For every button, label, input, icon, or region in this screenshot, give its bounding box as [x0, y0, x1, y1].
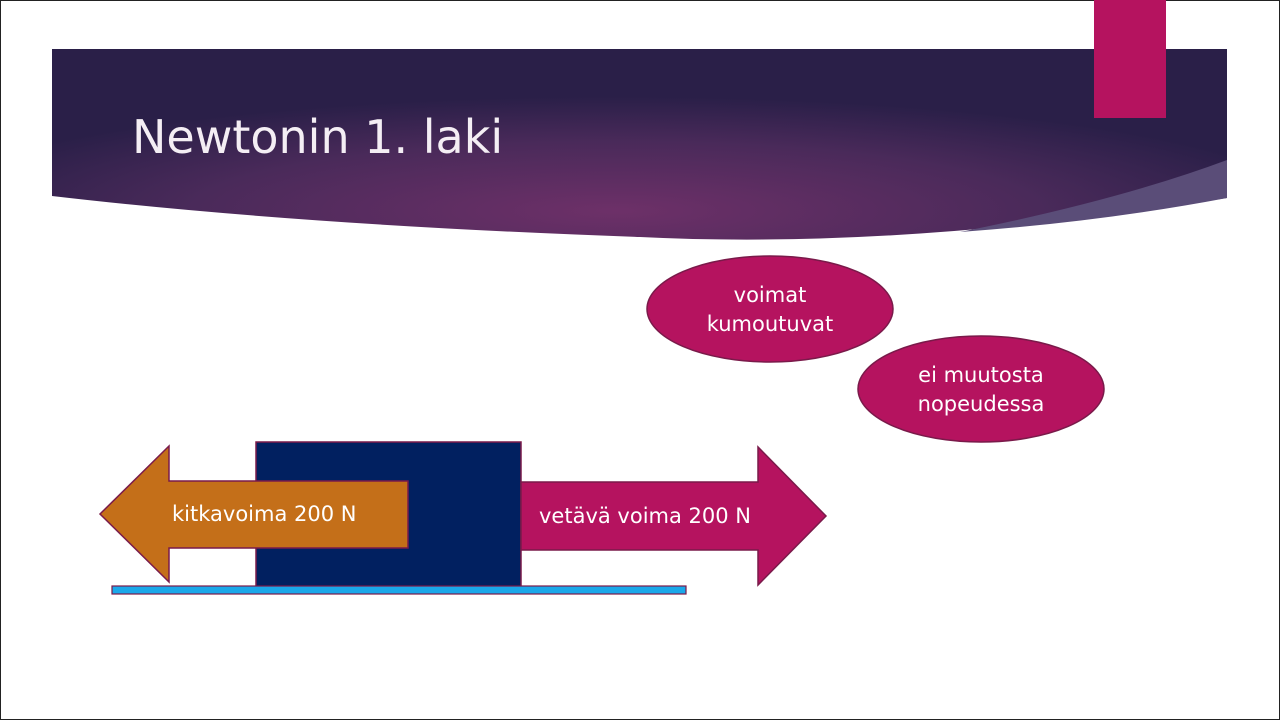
accent-tab [1094, 0, 1166, 118]
bubble-1-text: voimat kumoutuvat [647, 281, 893, 339]
friction-label: kitkavoima 200 N [172, 502, 357, 526]
bubble-2-line2: nopeudessa [917, 392, 1045, 416]
bubble-1-line1: voimat [733, 283, 807, 307]
slide-title: Newtonin 1. laki [132, 110, 504, 164]
pull-arrow [520, 445, 828, 587]
bubble-1-line2: kumoutuvat [706, 312, 834, 336]
friction-arrow [98, 444, 409, 584]
header-band [52, 49, 1227, 240]
bubble-2-line1: ei muutosta [918, 363, 1044, 387]
pull-label: vetävä voima 200 N [539, 504, 751, 528]
bubble-forces-cancel [646, 255, 894, 363]
ground [111, 585, 687, 595]
bubble-no-velocity-change [857, 335, 1105, 443]
header-swoosh [960, 160, 1227, 232]
bubble-2-text: ei muutosta nopeudessa [858, 361, 1104, 419]
